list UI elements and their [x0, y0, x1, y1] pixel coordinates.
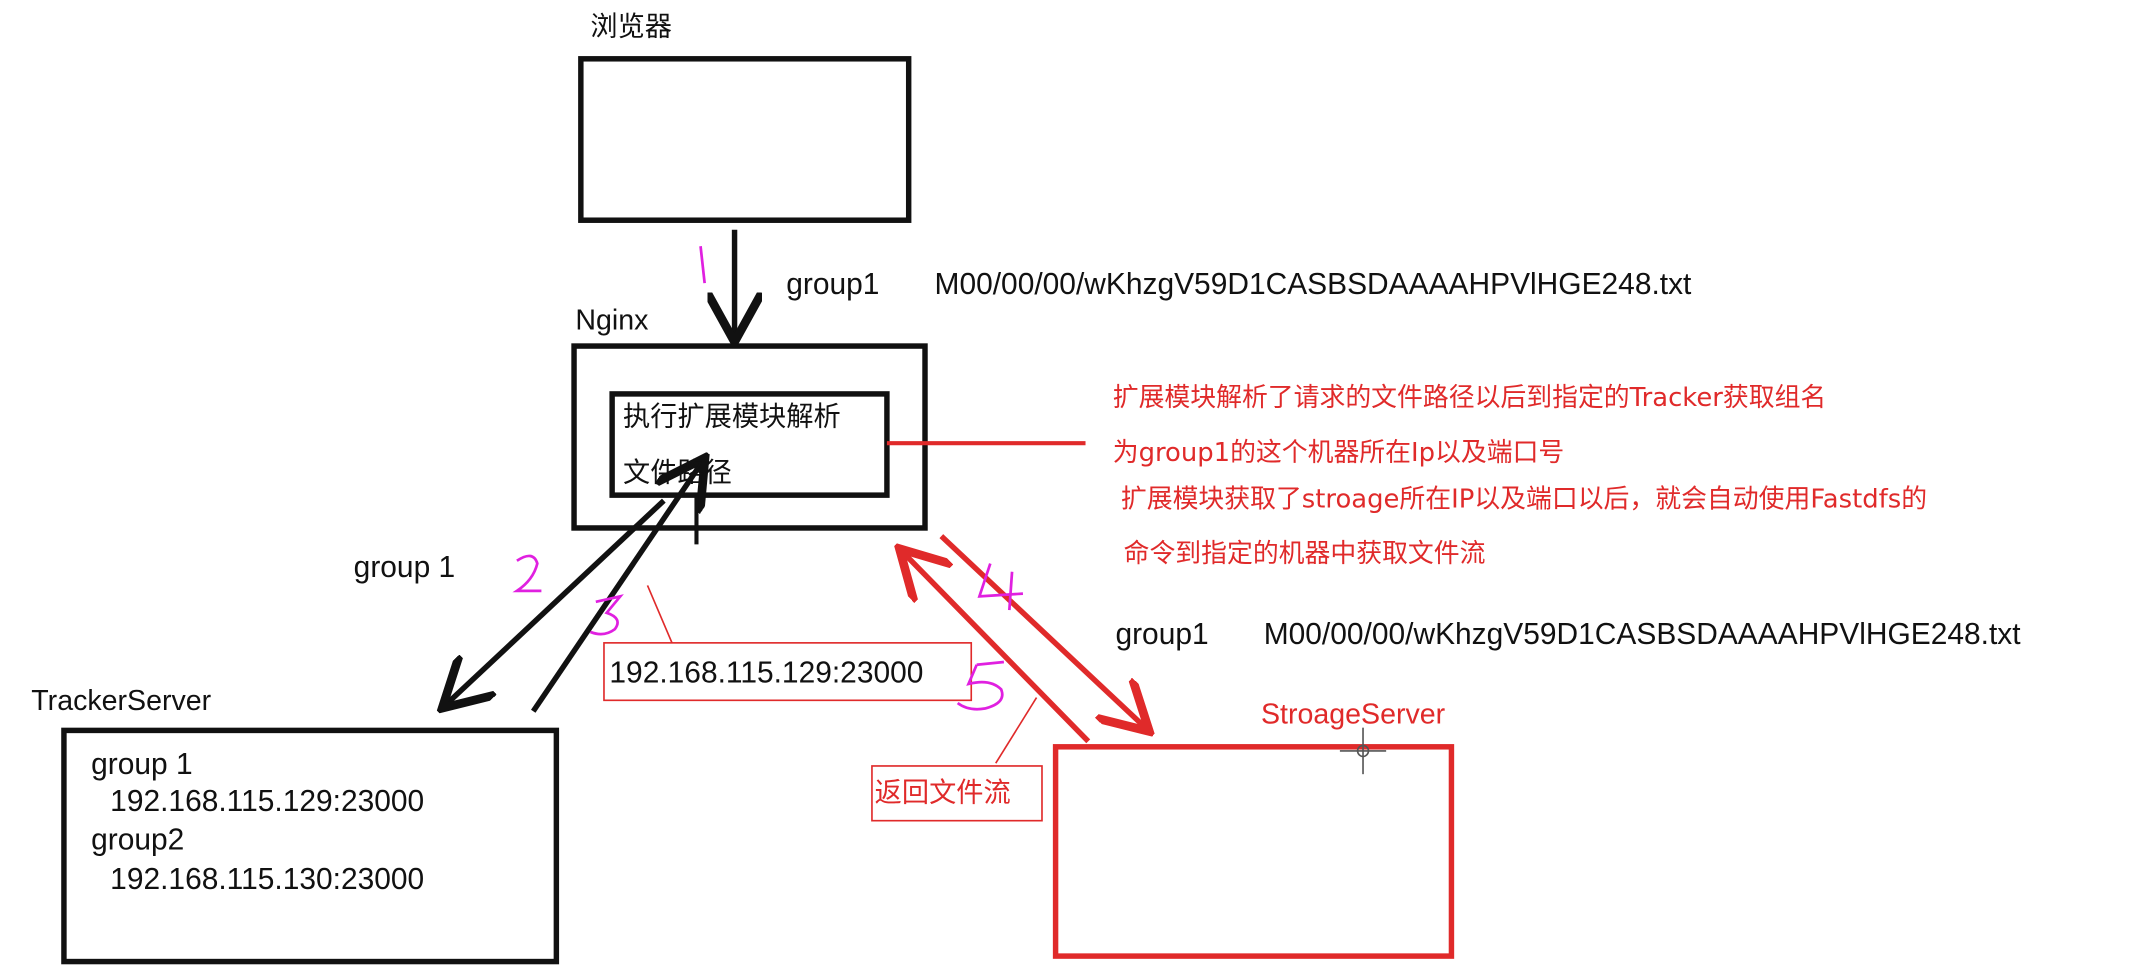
- module-text-line2: 文件路径: [623, 455, 732, 489]
- storage-label: StroageServer: [1260, 698, 1446, 731]
- storage-box: [1052, 744, 1455, 959]
- note2-line1: 扩展模块获取了stroage所在IP以及端口以后，就会自动使用Fastdfs的: [1120, 484, 1928, 515]
- tracker-reply-leader: [646, 585, 673, 644]
- return-stream-leader: [995, 697, 1038, 764]
- tracker-label: TrackerServer: [31, 685, 212, 717]
- arrow-nginx-to-tracker: [446, 498, 666, 705]
- tracker-line4: 192.168.115.130:23000: [110, 861, 425, 896]
- cursor-crosshair: [1339, 727, 1387, 775]
- arrow-nginx-to-storage: [939, 534, 1145, 727]
- request-path: M00/00/00/wKhzgV59D1CASBSDAAAAHPVlHGE248…: [934, 266, 1692, 301]
- return-stream-frame: [871, 765, 1043, 822]
- step-3-mark: [589, 594, 624, 636]
- return-stream-label: 返回文件流: [874, 775, 1011, 809]
- tracker-line2: 192.168.115.129:23000: [110, 783, 425, 818]
- edge-to-tracker-label: group 1: [353, 549, 456, 585]
- arrow-storage-to-nginx: [903, 553, 1091, 744]
- tracker-reply-frame: [603, 642, 973, 702]
- step-4-mark: [977, 563, 1024, 611]
- tracker-box: [61, 727, 560, 965]
- browser-box: [578, 56, 912, 223]
- nginx-label: Nginx: [575, 305, 649, 337]
- step-2-mark: [512, 554, 542, 593]
- tracker-line3: group2: [91, 822, 185, 857]
- module-text-line1: 执行扩展模块解析: [623, 399, 841, 433]
- step-5-mark: [956, 660, 1005, 711]
- step-1-mark: [699, 246, 706, 284]
- arrow-tracker-to-nginx: [530, 462, 702, 713]
- browser-label: 浏览器: [590, 9, 672, 43]
- storage-request-group: group1: [1115, 616, 1209, 652]
- tracker-reply-label: 192.168.115.129:23000: [609, 655, 924, 690]
- note2-line2: 命令到指定的机器中获取文件流: [1123, 538, 1486, 570]
- note1-line2: 为group1的这个机器所在Ip以及端口号: [1112, 437, 1565, 468]
- tracker-line1: group 1: [91, 746, 193, 782]
- note1-line1: 扩展模块解析了请求的文件路径以后到指定的Tracker获取组名: [1112, 382, 1827, 414]
- storage-request-path: M00/00/00/wKhzgV59D1CASBSDAAAAHPVlHGE248…: [1263, 616, 2021, 652]
- request-group: group1: [786, 266, 880, 301]
- nginx-box: [571, 343, 928, 531]
